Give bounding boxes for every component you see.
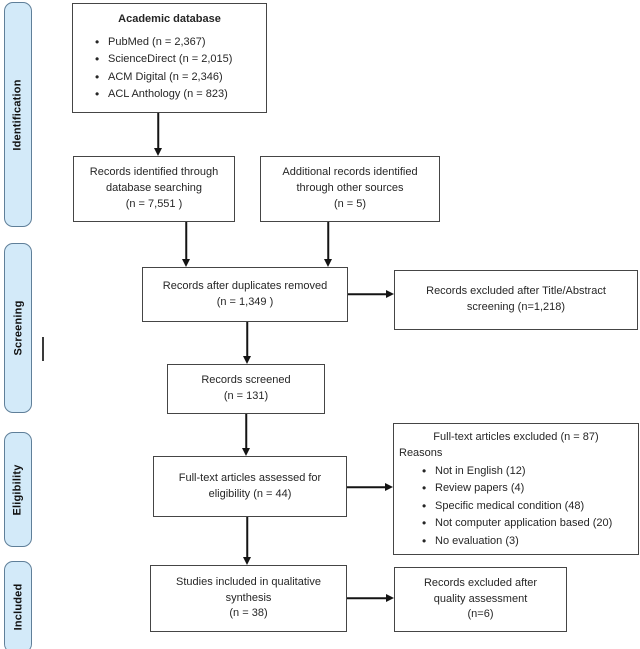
stage-eligibility-label: Eligibility (12, 463, 24, 516)
box-studies-included: Studies included in qualitative synthesi… (150, 565, 347, 632)
academic-database-list: PubMed (n = 2,367) ScienceDirect (n = 2,… (73, 34, 266, 104)
stage-identification: Identification (4, 2, 32, 227)
list-item: Not computer application based (20) (422, 515, 638, 532)
arrow-assessed-to-excluded (347, 482, 393, 492)
stage-screening-label: Screening (12, 300, 24, 356)
fulltext-excluded-list: Not in English (12) Review papers (4) Sp… (394, 463, 638, 550)
excluded-title-abstract-text: Records excluded after Title/Abstract sc… (426, 285, 606, 313)
stage-eligibility: Eligibility (4, 432, 32, 547)
arrow-included-to-excluded (347, 593, 394, 603)
stage-included-label: Included (12, 583, 25, 631)
fulltext-excluded-title: Full-text articles excluded (n = 87) (433, 431, 599, 443)
list-item: Review papers (4) (422, 480, 638, 497)
list-item: ScienceDirect (n = 2,015) (95, 51, 266, 68)
box-records-identified: Records identified through database sear… (73, 156, 235, 222)
arrow-additional-to-duplicates (323, 222, 333, 267)
duplicates-removed-text: Records after duplicates removed (n = 1,… (162, 279, 328, 308)
box-excluded-title-abstract: Records excluded after Title/Abstract sc… (394, 270, 638, 330)
records-identified-text: Records identified through database sear… (89, 166, 219, 210)
box-duplicates-removed: Records after duplicates removed (n = 1,… (142, 267, 348, 322)
academic-database-title: Academic database (118, 13, 221, 25)
list-item: ACM Digital (n = 2,346) (95, 69, 266, 86)
arrow-academic-to-identified (153, 113, 163, 156)
box-excluded-quality: Records excluded after quality assessmen… (394, 567, 567, 632)
arrow-assessed-to-included (242, 517, 252, 565)
list-item: Specific medical condition (48) (422, 498, 638, 515)
stray-mark (42, 337, 44, 361)
records-screened-text: Records screened (n = 131) (201, 374, 291, 402)
box-additional-records: Additional records identified through ot… (260, 156, 440, 222)
stage-screening: Screening (4, 243, 32, 413)
list-item: PubMed (n = 2,367) (95, 34, 266, 51)
stage-identification-label: Identification (12, 78, 24, 151)
additional-records-text: Additional records identified through ot… (282, 166, 418, 210)
list-item: ACL Anthology (n = 823) (95, 86, 266, 103)
arrow-screened-to-assessed (241, 414, 251, 456)
box-fulltext-excluded: Full-text articles excluded (n = 87) Rea… (393, 423, 639, 555)
studies-included-text: Studies included in qualitative synthesi… (176, 575, 321, 620)
excluded-quality-text: Records excluded after quality assessmen… (423, 576, 538, 621)
box-fulltext-assessed: Full-text articles assessed for eligibil… (153, 456, 347, 517)
box-academic-database: Academic database PubMed (n = 2,367) Sci… (72, 3, 267, 113)
arrow-duplicates-to-excluded (348, 289, 394, 299)
fulltext-excluded-reasons-label: Reasons (399, 446, 443, 459)
arrow-duplicates-to-screened (242, 322, 252, 364)
list-item: Not in English (12) (422, 463, 638, 480)
stage-included: Included (4, 561, 32, 649)
fulltext-assessed-text: Full-text articles assessed for eligibil… (178, 471, 322, 500)
list-item: No evaluation (3) (422, 533, 638, 550)
arrow-identified-to-duplicates (181, 222, 191, 267)
box-records-screened: Records screened (n = 131) (167, 364, 325, 414)
